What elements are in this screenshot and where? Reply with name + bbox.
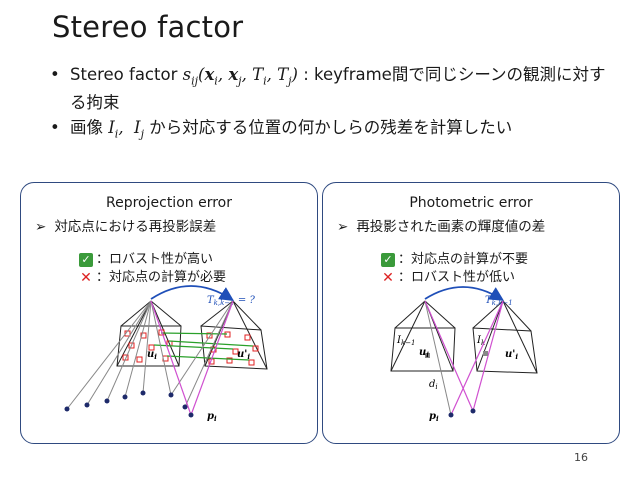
photometric-error-panel: Photometric error ➢ 再投影された画素の輝度値の差 ✓：対応点の… (322, 182, 620, 444)
bullet-list: • Stereo factor sij(xi, xj, Ti, Tj) : ke… (50, 64, 610, 149)
photometric-subtitle: 再投影された画素の輝度値の差 (356, 219, 546, 235)
reprojection-con: ：対応点の計算が必要 (96, 270, 227, 285)
check-mark-icon: ✓ (79, 253, 93, 267)
u-right-label: u'i (505, 349, 518, 361)
page-number: 16 (574, 451, 588, 464)
photometric-pro: ：対応点の計算が不要 (398, 252, 529, 267)
reprojection-subtitle: 対応点における再投影誤差 (54, 219, 217, 235)
transform-arc (424, 286, 505, 301)
point-label: pi (429, 411, 439, 423)
feature-markers-right (206, 331, 259, 366)
depth-label: di (429, 379, 438, 391)
reprojection-pro: ：ロバスト性が高い (96, 252, 214, 267)
bullet-stereo-factor: • Stereo factor sij(xi, xj, Ti, Tj) : ke… (50, 64, 610, 114)
transform-arc (150, 285, 235, 301)
photometric-subtitle-row: ➢ 再投影された画素の輝度値の差 (337, 215, 545, 235)
camera-current (472, 300, 538, 374)
feature-markers-left (122, 329, 173, 363)
pixel-prev (425, 353, 430, 358)
3d-points (448, 408, 476, 418)
arrowhead-bullet-icon: ➢ (35, 219, 47, 235)
arrowhead-bullet-icon: ➢ (337, 219, 349, 235)
reprojection-pros-cons: ✓：ロバスト性が高い ✕ ：対応点の計算が必要 (79, 251, 226, 287)
u-right-label: u'i (237, 349, 250, 361)
depth-ray (424, 300, 452, 416)
u-left-label: ui (419, 347, 429, 359)
photometric-diagram: Tk,k−1 Ik−1 Ik ui u'i di pi (390, 286, 538, 423)
photometric-title: Photometric error (409, 195, 533, 211)
3d-points (64, 390, 194, 418)
slide-title: Stereo factor (52, 10, 244, 44)
point-label: pi (207, 411, 217, 423)
bullet-dot: • (50, 65, 60, 84)
bullet-dot: • (50, 118, 60, 138)
reprojection-diagram: Tk,k−1 = ? (64, 285, 268, 423)
cross-mark-icon: ✕ (382, 270, 394, 286)
reprojection-error-panel: Reprojection error ➢ 対応点における再投影誤差 ✓：ロバスト性… (20, 182, 318, 444)
bullet-1-suffix: : keyframe間で同じシーンの観測に対する拘束 (70, 65, 606, 113)
reprojection-subtitle-row: ➢ 対応点における再投影誤差 (35, 215, 216, 235)
bullet-residual: • 画像 Ii, Ij から対応する位置の何かしらの残差を計算したい (50, 117, 610, 145)
photometric-con: ：ロバスト性が低い (398, 270, 516, 285)
u-left-label: ui (147, 349, 157, 361)
cross-mark-icon: ✕ (80, 270, 92, 286)
bullet-2-math: Ii, Ij (108, 118, 144, 141)
bullet-2-prefix: 画像 (70, 118, 109, 138)
reprojection-title: Reprojection error (106, 195, 232, 211)
photometric-pros-cons: ✓：対応点の計算が不要 ✕ ：ロバスト性が低い (381, 251, 528, 287)
pixel-current (483, 351, 488, 356)
bullet-2-suffix: から対応する位置の何かしらの残差を計算したい (144, 118, 513, 138)
bullet-1-math: sij(xi, xj, Ti, Tj) (182, 65, 298, 88)
image-current-label: Ik (476, 335, 485, 347)
bullet-1-prefix: Stereo factor (70, 65, 183, 84)
pink-rays (150, 300, 234, 416)
projection-rays (66, 300, 234, 410)
check-mark-icon: ✓ (381, 253, 395, 267)
